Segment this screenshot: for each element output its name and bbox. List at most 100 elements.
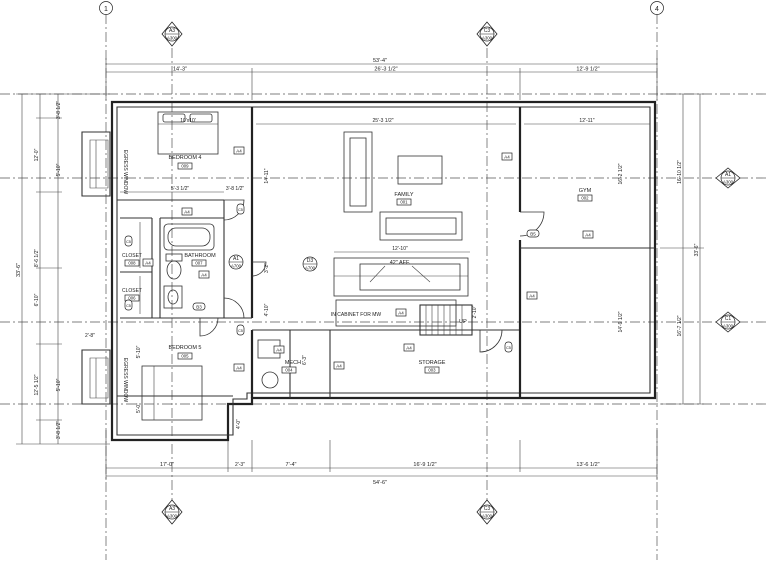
- svg-text:A4: A4: [145, 261, 151, 266]
- svg-text:002: 002: [581, 196, 589, 201]
- dim-bottom-5: 13'-6 1/2": [576, 462, 599, 468]
- svg-text:5'-0": 5'-0": [136, 403, 142, 413]
- dim-top-2: 26'-3 1/2": [374, 67, 397, 73]
- interior-walls: [117, 107, 655, 398]
- svg-text:6'-3": 6'-3": [302, 355, 308, 365]
- room-bathroom: BATHROOM 007: [184, 253, 216, 267]
- svg-text:008: 008: [128, 261, 136, 266]
- grid-lines: [0, 14, 768, 560]
- svg-text:A4: A4: [236, 366, 242, 371]
- svg-text:A700: A700: [305, 266, 316, 271]
- svg-text:C5: C5: [238, 208, 243, 212]
- svg-text:A300: A300: [723, 180, 734, 185]
- svg-text:C3: C3: [484, 506, 491, 512]
- dim-bottom-4: 16'-9 1/2": [413, 462, 436, 468]
- svg-text:A1: A1: [725, 172, 731, 178]
- dim-right-1: 16'-10 1/2": [677, 160, 683, 184]
- dim-left-1: 3'-8 1/2": [56, 101, 62, 120]
- svg-text:003: 003: [428, 368, 436, 373]
- svg-text:4'-10": 4'-10": [264, 303, 270, 316]
- svg-text:A3: A3: [169, 28, 175, 34]
- egress-window-well-lower: [81, 349, 111, 405]
- svg-text:C5: C5: [506, 346, 511, 350]
- svg-text:004: 004: [285, 368, 293, 373]
- section-marker-bottom-left: A3 A300: [161, 499, 183, 525]
- svg-text:4'-0": 4'-0": [236, 419, 242, 429]
- dim-left-7: 12'-5 1/2": [34, 374, 40, 395]
- dim-bottom-1: 17'-0": [160, 462, 174, 468]
- svg-text:1: 1: [104, 6, 108, 13]
- annotations: 42" AFF. IN CABINET FOR MW UP 10'x10': [180, 118, 467, 325]
- svg-text:2'-10": 2'-10": [472, 305, 478, 318]
- svg-text:A300: A300: [167, 36, 178, 41]
- svg-text:A4: A4: [398, 311, 404, 316]
- svg-text:A4: A4: [406, 346, 412, 351]
- svg-text:C1: C1: [725, 316, 732, 322]
- svg-text:009: 009: [181, 164, 189, 169]
- svg-text:C3: C3: [484, 28, 491, 34]
- svg-text:A4: A4: [336, 364, 342, 369]
- svg-text:MECH: MECH: [285, 360, 301, 366]
- egress-label-upper: EGRESS WINDOW: [122, 150, 128, 194]
- elevation-marker-d3: D3 A700: [302, 256, 318, 272]
- section-marker-right-upper: A1 A300: [715, 167, 741, 189]
- stair-up-note: UP: [459, 319, 467, 325]
- svg-text:A4: A4: [236, 149, 242, 154]
- room-family: FAMILY 001: [394, 192, 414, 206]
- room-closet-008: CLOSET 008: [122, 253, 142, 267]
- dimensions-bottom: 17'-0" 2'-3" 7'-4" 16'-9 1/2" 13'-6 1/2"…: [105, 430, 658, 486]
- dim-left-5: 6'-10": [34, 293, 40, 306]
- svg-text:3'-2": 3'-2": [264, 263, 270, 273]
- elevation-marker-a1: A1 A700: [228, 254, 244, 270]
- svg-text:CLOSET: CLOSET: [122, 288, 142, 294]
- dim-right-2: 16'-7 1/2": [677, 315, 683, 336]
- svg-text:A1: A1: [233, 256, 239, 262]
- dim-left-3: 5'-10": [56, 163, 62, 176]
- svg-text:A300: A300: [167, 514, 178, 519]
- dim-overall-top: 53'-4": [373, 58, 387, 64]
- room-mech: MECH 004: [281, 360, 301, 374]
- grid-bubble-1: 1: [99, 1, 113, 15]
- dim-bottom-3: 7'-4": [286, 462, 297, 468]
- svg-text:C5: C5: [126, 304, 131, 308]
- svg-text:4: 4: [655, 6, 659, 13]
- svg-text:B3: B3: [196, 305, 202, 310]
- svg-text:A4: A4: [276, 348, 282, 353]
- svg-text:BATHROOM: BATHROOM: [184, 253, 216, 259]
- wall-tags: A4 A4 A4 A4 A4 A4 A4 A4 A4 A4 A4 A4 B5 B…: [124, 146, 594, 372]
- grid-bubble-4: 4: [650, 1, 664, 15]
- svg-text:FAMILY: FAMILY: [394, 192, 413, 198]
- svg-text:12'-10": 12'-10": [392, 246, 408, 252]
- svg-text:BEDROOM 4: BEDROOM 4: [168, 155, 201, 161]
- dimensions-right: 16'-10 1/2" 16'-7 1/2" 33'-6": [660, 93, 704, 405]
- dim-left-2: 12'-0": [34, 148, 40, 161]
- svg-text:A300: A300: [482, 36, 493, 41]
- svg-text:006: 006: [128, 296, 136, 301]
- dim-overall-right: 33'-6": [694, 243, 700, 256]
- svg-text:005: 005: [181, 354, 189, 359]
- svg-text:14'-11": 14'-11": [264, 168, 270, 183]
- dim-top-3: 12'-9 1/2": [576, 67, 599, 73]
- room-closet-006: CLOSET 006: [122, 288, 142, 302]
- svg-text:12'-11": 12'-11": [579, 118, 594, 124]
- svg-text:25'-3 1/2": 25'-3 1/2": [372, 118, 393, 124]
- exterior-walls: [110, 100, 657, 442]
- room-bedroom-4: BEDROOM 4 009: [168, 155, 202, 170]
- dim-left-6: 2'-8": [85, 333, 95, 339]
- svg-text:GYM: GYM: [579, 188, 592, 194]
- egress-window-well-upper: [81, 131, 111, 197]
- svg-text:001: 001: [400, 200, 408, 205]
- svg-text:C5: C5: [238, 329, 243, 333]
- svg-text:A4: A4: [585, 233, 591, 238]
- dim-left-9: 3'-8 1/2": [56, 421, 62, 440]
- bed-size-note: 10'x10': [180, 118, 196, 124]
- svg-text:D3: D3: [307, 258, 314, 264]
- section-marker-top-left: A3 A300: [161, 21, 183, 47]
- svg-text:007: 007: [195, 261, 203, 266]
- egress-label-lower: EGRESS WINDOW: [122, 358, 128, 402]
- svg-text:A4: A4: [201, 273, 207, 278]
- svg-text:A4: A4: [529, 294, 535, 299]
- svg-text:A3: A3: [169, 506, 175, 512]
- dim-top-1: 14'-3": [173, 67, 187, 73]
